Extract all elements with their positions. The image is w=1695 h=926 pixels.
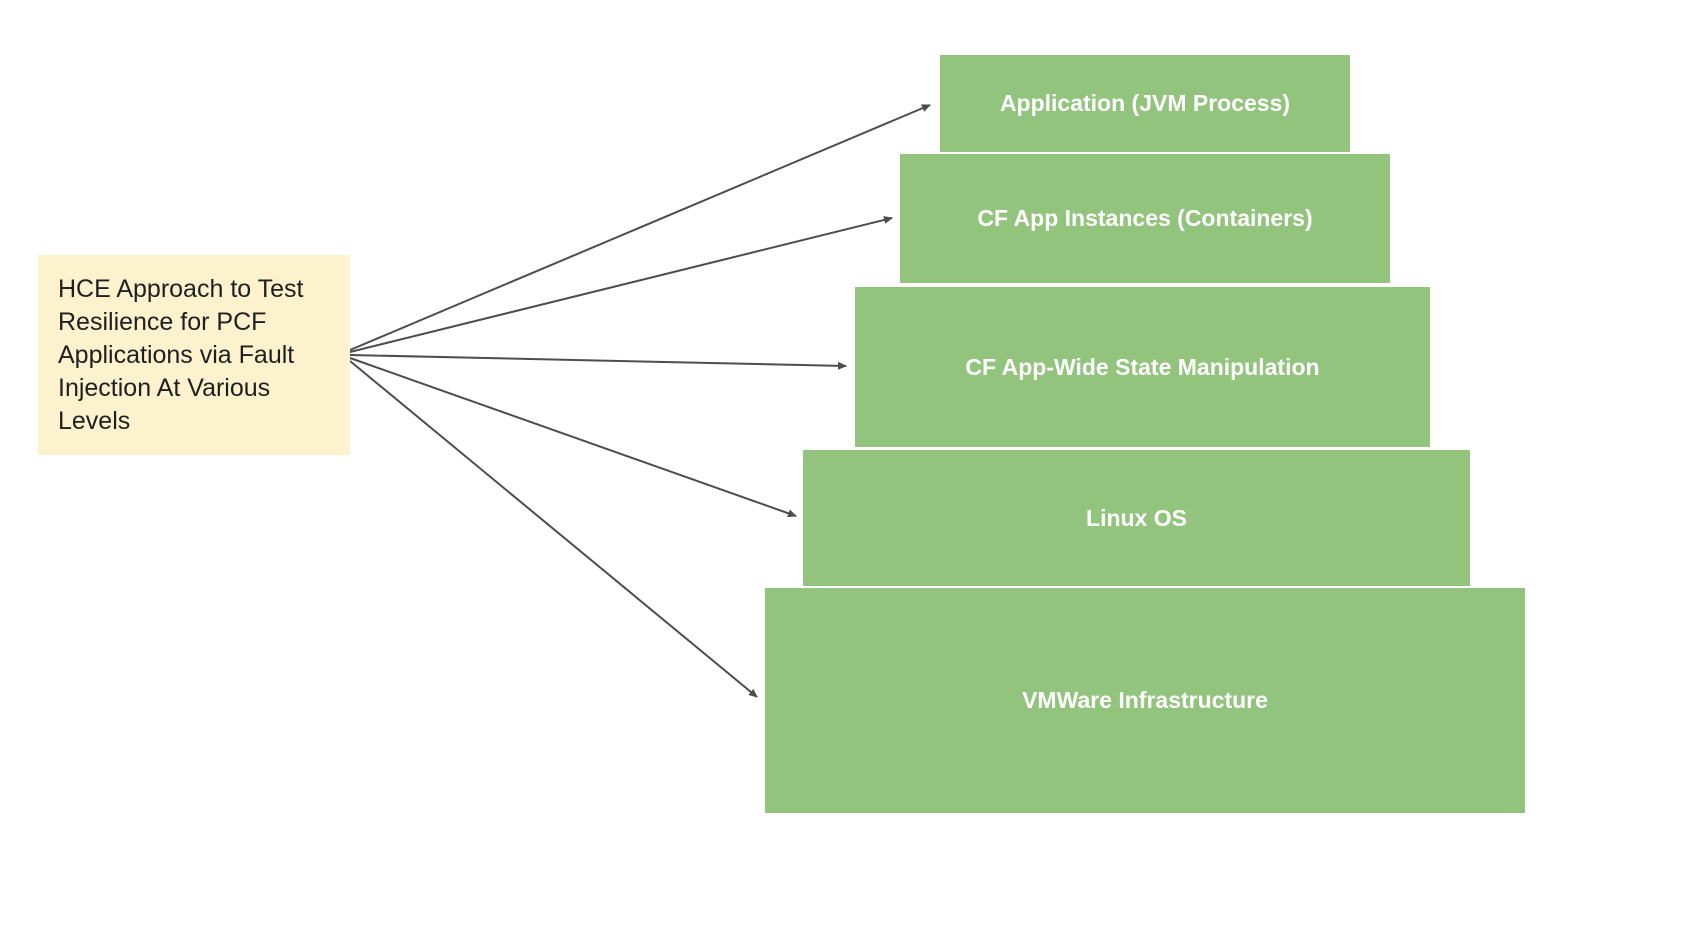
level-label: VMWare Infrastructure bbox=[1022, 687, 1268, 713]
level-box-application: Application (JVM Process) bbox=[940, 55, 1350, 152]
level-label: Application (JVM Process) bbox=[999, 90, 1291, 116]
level-label: CF App Instances (Containers) bbox=[977, 205, 1313, 231]
arrow-to-vmware bbox=[349, 360, 758, 698]
arrow-to-cf-instances bbox=[349, 216, 893, 353]
level-box-linux-os: Linux OS bbox=[803, 450, 1470, 586]
arrow-to-application bbox=[349, 104, 931, 351]
arrow-to-cf-state bbox=[349, 354, 847, 370]
level-label: CF App-Wide State Manipulation bbox=[965, 353, 1320, 380]
source-text: HCE Approach to Test Resilience for PCF … bbox=[58, 274, 304, 435]
level-box-cf-app-wide-state: CF App-Wide State Manipulation bbox=[855, 287, 1430, 447]
arrow-to-linux-os bbox=[349, 357, 797, 518]
level-label: Linux OS bbox=[1086, 504, 1187, 531]
level-box-cf-app-instances: CF App Instances (Containers) bbox=[900, 154, 1390, 283]
level-box-vmware-infrastructure: VMWare Infrastructure bbox=[765, 588, 1525, 813]
source-box: HCE Approach to Test Resilience for PCF … bbox=[38, 255, 350, 455]
